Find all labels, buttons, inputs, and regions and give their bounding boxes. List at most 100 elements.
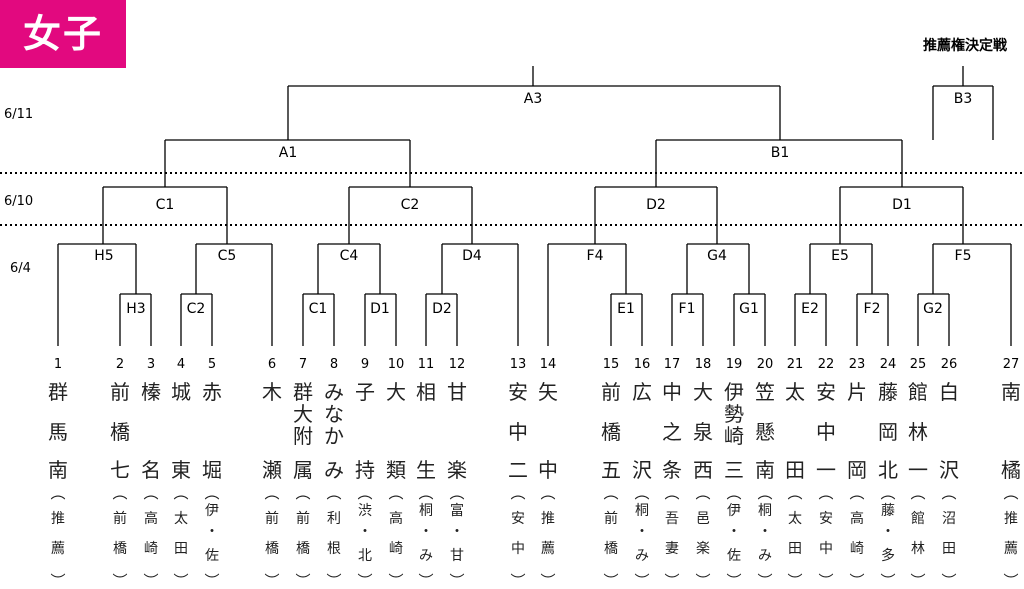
match-label: H3 [126,301,145,317]
team-name: 藤岡北 [878,380,898,482]
team-region: ︵推薦︶ [1003,484,1018,589]
team-entry: 17 中之条 ︵吾妻︶ [662,357,682,589]
team-region: ︵桐・み︶ [418,484,433,589]
team-name: 笠懸南 [755,380,775,482]
match-label: C4 [340,248,359,264]
team-region: ︵推薦︶ [50,484,65,589]
team-number: 21 [787,357,804,372]
team-name: 群大附属 [293,380,313,482]
team-region: ︵吾妻︶ [664,484,679,589]
date-label-final: 6/11 [4,107,33,122]
team-region: ︵太田︶ [173,484,188,589]
team-name: 広沢 [632,380,652,482]
team-region: ︵渋・北︶ [357,484,372,589]
match-label: E2 [801,301,819,317]
team-number: 27 [1003,357,1020,372]
match-label: D2 [432,301,452,317]
team-entry: 27 南橘 ︵推薦︶ [1001,357,1021,589]
match-label: C5 [218,248,237,264]
team-region: ︵前橋︶ [603,484,618,589]
team-entry: 3榛名︵高崎︶ [141,357,161,589]
team-name: 群馬南 [48,380,68,482]
team-number: 8 [330,357,338,372]
match-label: D1 [370,301,390,317]
team-region: ︵富・甘︶ [449,484,464,589]
team-number: 4 [177,357,185,372]
team-name: 南橘 [1001,380,1021,482]
date-label-first-round: 6/4 [10,261,31,276]
team-number: 14 [540,357,557,372]
match-label: C1 [156,197,175,213]
match-label: F2 [864,301,881,317]
team-number: 9 [361,357,369,372]
recommendation-label: 推薦権決定戦 [923,37,1008,54]
team-number: 13 [510,357,527,372]
match-label: C2 [187,301,206,317]
team-name: 榛名 [141,380,161,482]
team-region: ︵伊・佐︶ [726,484,741,589]
team-region: ︵前橋︶ [295,484,310,589]
match-label: F4 [587,248,604,264]
team-name: 大類 [386,380,406,482]
team-number: 7 [299,357,307,372]
team-region: ︵高崎︶ [849,484,864,589]
team-entry: 18 大泉西 ︵邑楽︶ [693,357,713,589]
team-region: ︵太田︶ [787,484,802,589]
team-number: 10 [388,357,405,372]
team-name: 大泉西 [693,380,713,482]
team-name: 中之条 [662,380,682,482]
team-entry: 23 片岡 ︵高崎︶ [847,357,867,589]
team-name: 前橋五 [601,380,621,482]
match-label: F1 [679,301,696,317]
team-entry: 9 子持 ︵渋・北︶ [355,357,375,589]
match-label: A1 [279,145,297,161]
team-entry: 7 群大附属 ︵前橋︶ [293,357,313,589]
team-region: ︵邑楽︶ [695,484,710,589]
team-region: ︵館林︶ [910,484,925,589]
team-entry: 5赤堀︵伊・佐︶ [202,357,222,589]
team-number: 2 [116,357,124,372]
team-region: ︵沼田︶ [941,484,956,589]
team-number: 26 [941,357,958,372]
team-region: ︵前橋︶ [112,484,127,589]
match-label: E1 [617,301,635,317]
team-number: 24 [880,357,897,372]
team-name: 片岡 [847,380,867,482]
team-number: 17 [664,357,681,372]
team-region: ︵高崎︶ [388,484,403,589]
team-entry: 10 大類 ︵高崎︶ [386,357,406,589]
match-label: C2 [401,197,420,213]
team-number: 5 [208,357,216,372]
team-number: 1 [54,357,62,372]
match-label: A3 [524,91,542,107]
team-number: 18 [695,357,712,372]
team-region: ︵伊・佐︶ [204,484,219,589]
match-label: B3 [954,91,973,107]
team-name: 安中二 [508,380,528,482]
team-region: ︵高崎︶ [143,484,158,589]
bracket-lines [57,66,1012,346]
team-region: ︵桐・み︶ [634,484,649,589]
team-list: 1群馬南︵推薦︶2前橋七︵前橋︶3榛名︵高崎︶4城東︵太田︶5赤堀︵伊・佐︶6木… [48,357,1021,589]
team-number: 12 [449,357,466,372]
team-number: 23 [849,357,866,372]
match-label: F5 [955,248,972,264]
match-label: C1 [309,301,328,317]
team-region: ︵安中︶ [818,484,833,589]
match-label: D2 [646,197,666,213]
team-name: 子持 [355,380,375,482]
team-region: ︵推薦︶ [540,484,555,589]
team-name: 館林一 [908,380,928,482]
team-number: 6 [268,357,276,372]
